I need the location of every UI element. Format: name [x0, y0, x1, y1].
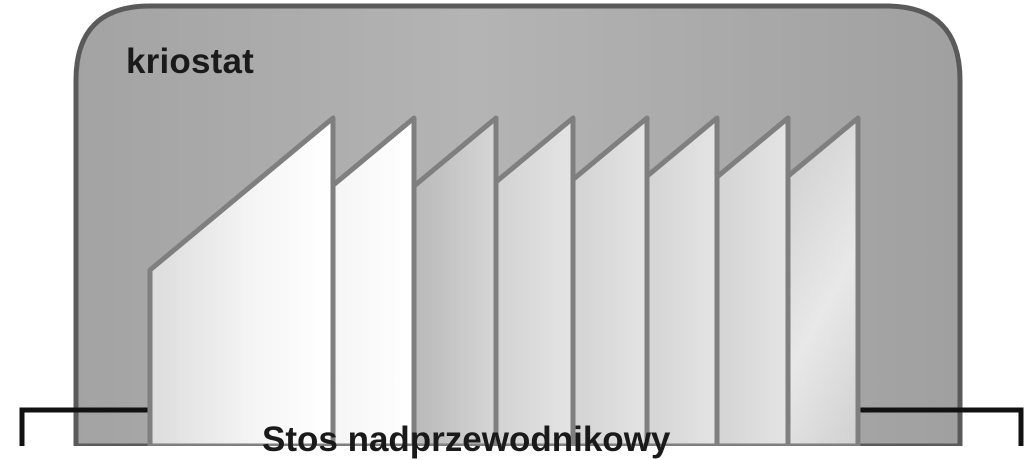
- cryostat-label: kriostat: [126, 42, 255, 81]
- cryostat-diagram: [19, 3, 1024, 446]
- plate-1: [147, 115, 336, 446]
- diagram-canvas: kriostat Stos nadprzewodnikowy: [19, 3, 1024, 459]
- superconducting-stack: [147, 115, 861, 446]
- stack-label: Stos nadprzewodnikowy: [262, 420, 671, 459]
- left-wire: [19, 407, 148, 446]
